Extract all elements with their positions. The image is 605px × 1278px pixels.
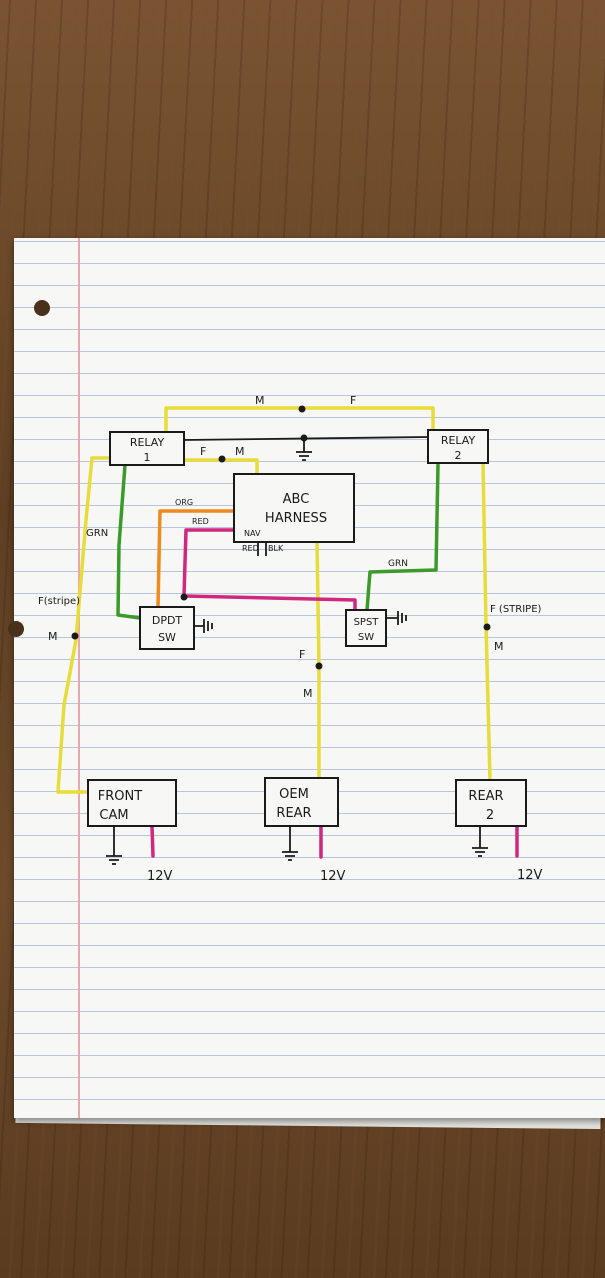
label-relay1-f: F	[200, 445, 206, 458]
label-nav: NAV	[244, 529, 261, 538]
binder-hole-lower	[8, 621, 24, 637]
spst-switch-box: SPST SW	[345, 609, 387, 647]
label-red-lower: RED	[242, 544, 259, 553]
label-grn-left: GRN	[86, 528, 108, 539]
wire-dpdt-spst-red	[182, 594, 357, 614]
relay-1-box: RELAY 1	[109, 431, 185, 466]
label-f-center: F	[299, 648, 305, 661]
dpdt-switch-box: DPDT SW	[139, 606, 195, 650]
wire-harness-oem-yellow	[315, 540, 321, 780]
wire-relay1-harness-yellow	[182, 458, 259, 476]
relay-2-label: RELAY	[441, 434, 476, 447]
wire-top-yellow	[164, 406, 435, 434]
ground-symbol-oem	[282, 826, 298, 861]
label-blk: BLK	[268, 544, 284, 553]
wire-relay2-spst-green	[365, 463, 440, 612]
oem-rear-box: OEM REAR	[264, 777, 339, 827]
front-cam-label: FRONT	[98, 789, 142, 804]
spst-label: SPST	[354, 617, 380, 628]
label-top-f: F	[350, 394, 356, 407]
rear-2-number: 2	[486, 808, 494, 823]
junction-dot-relay1	[218, 455, 226, 463]
front-cam-box: FRONT CAM	[87, 779, 177, 827]
label-m-right: M	[494, 640, 504, 653]
junction-dot-left	[71, 632, 79, 640]
ground-symbol-top	[296, 437, 312, 461]
abc-harness-box: ABC HARNESS	[233, 473, 355, 543]
harness-label-line1: ABC	[283, 492, 310, 507]
label-12v-front: 12V	[147, 869, 173, 884]
wire-relay1-dpdt-green	[116, 463, 142, 620]
label-f-stripe-right: F (STRIPE)	[490, 604, 542, 615]
wire-front-cam-yellow	[56, 456, 112, 794]
wire-dpdt-ground	[194, 619, 213, 633]
label-org: ORG	[175, 498, 193, 507]
oem-rear-label: OEM	[279, 787, 309, 802]
relay-1-number: 1	[144, 451, 151, 464]
junction-dot-top	[298, 405, 306, 413]
label-grn-right: GRN	[388, 559, 408, 569]
rear-2-label: REAR	[468, 789, 503, 804]
wire-front-cam-12v	[150, 824, 155, 858]
junction-dot-red	[180, 593, 188, 601]
harness-label-line2: HARNESS	[265, 511, 327, 526]
wire-harness-ground-stubs	[257, 542, 267, 556]
junction-dot-right	[483, 623, 491, 631]
rear-2-box: REAR 2	[455, 779, 527, 827]
label-m-center: M	[303, 687, 313, 700]
binder-hole-upper	[34, 300, 50, 316]
dpdt-sw-label: SW	[158, 631, 176, 644]
label-12v-oem: 12V	[320, 869, 346, 884]
label-red-upper: RED	[192, 517, 209, 526]
wire-harness-dpdt-red	[182, 528, 236, 598]
label-f-stripe-left: F(stripe)	[38, 596, 80, 607]
label-relay1-m: M	[235, 445, 245, 458]
wire-harness-dpdt-orange	[156, 509, 236, 609]
wire-relay2-rear2-yellow	[481, 461, 492, 782]
oem-rear-sublabel: REAR	[276, 806, 311, 821]
spst-sw-label: SW	[358, 632, 374, 643]
label-top-m: M	[255, 394, 265, 407]
junction-dot-ground-bus	[300, 434, 308, 442]
front-cam-sublabel: CAM	[99, 808, 128, 823]
junction-dot-center	[315, 662, 323, 670]
label-m-left: M	[48, 630, 58, 643]
relay-1-label: RELAY	[130, 436, 165, 449]
dpdt-label: DPDT	[152, 614, 183, 627]
relay-2-number: 2	[455, 449, 462, 462]
ground-symbol-front-cam	[106, 826, 122, 865]
ground-symbol-rear2	[472, 826, 488, 857]
relay-2-box: RELAY 2	[427, 429, 489, 464]
label-12v-rear: 12V	[517, 868, 543, 883]
notebook-paper	[8, 238, 605, 1118]
wire-spst-ground	[386, 611, 407, 625]
